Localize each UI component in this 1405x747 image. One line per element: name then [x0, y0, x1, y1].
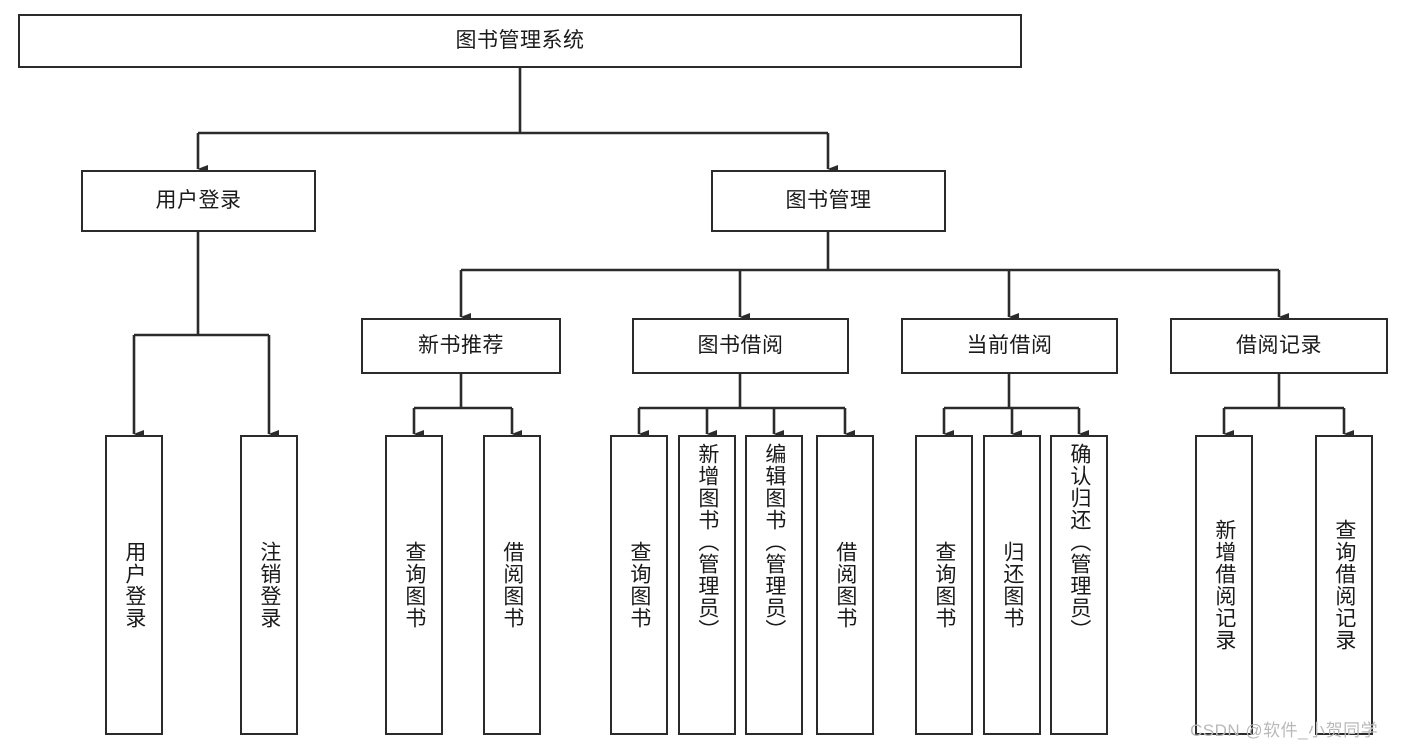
- node-leaf-logout[interactable]: 注销登录: [240, 435, 298, 735]
- node-leaf-query-book-2[interactable]: 查询图书: [610, 435, 668, 735]
- node-label: 借阅记录: [1236, 334, 1322, 358]
- node-leaf-add-book[interactable]: 新增图书（管理员）: [678, 435, 736, 735]
- node-label: 查询图书: [627, 541, 651, 629]
- node-label: 编辑图书（管理员）: [762, 443, 786, 641]
- node-leaf-query-book-1[interactable]: 查询图书: [385, 435, 443, 735]
- node-label: 新增图书（管理员）: [695, 443, 719, 641]
- node-leaf-query-record[interactable]: 查询借阅记录: [1315, 435, 1373, 735]
- node-label: 归还图书: [1000, 541, 1024, 629]
- node-label: 确认归还（管理员）: [1067, 443, 1091, 641]
- edge-lines: [132, 68, 1354, 438]
- node-root[interactable]: 图书管理系统: [18, 14, 1022, 68]
- node-book-manage[interactable]: 图书管理: [711, 170, 946, 232]
- node-borrow-record[interactable]: 借阅记录: [1170, 318, 1388, 374]
- node-label: 借阅图书: [500, 541, 524, 629]
- node-leaf-return-book[interactable]: 归还图书: [983, 435, 1041, 735]
- node-label: 查询图书: [932, 541, 956, 629]
- node-leaf-query-book-3[interactable]: 查询图书: [915, 435, 973, 735]
- node-new-book-rec[interactable]: 新书推荐: [361, 318, 561, 374]
- node-label: 查询图书: [402, 541, 426, 629]
- node-label: 当前借阅: [966, 334, 1053, 358]
- node-label: 新增借阅记录: [1212, 519, 1236, 651]
- node-label: 注销登录: [257, 541, 281, 629]
- node-user-login[interactable]: 用户登录: [81, 170, 316, 232]
- node-label: 图书管理系统: [455, 29, 585, 53]
- node-label: 查询借阅记录: [1332, 519, 1356, 651]
- node-leaf-user-login[interactable]: 用户登录: [105, 435, 163, 735]
- watermark: CSDN @软件_小贺同学: [1190, 721, 1379, 740]
- node-label: 用户登录: [122, 541, 146, 629]
- node-label: 图书借阅: [697, 334, 784, 358]
- node-current-borrow[interactable]: 当前借阅: [901, 318, 1118, 374]
- node-book-borrow[interactable]: 图书借阅: [632, 318, 849, 374]
- node-leaf-confirm-return[interactable]: 确认归还（管理员）: [1050, 435, 1108, 735]
- node-leaf-borrow-book-2[interactable]: 借阅图书: [816, 435, 874, 735]
- node-label: 图书管理: [785, 189, 872, 213]
- node-leaf-borrow-book-1[interactable]: 借阅图书: [483, 435, 541, 735]
- node-label: 借阅图书: [833, 541, 857, 629]
- node-leaf-edit-book[interactable]: 编辑图书（管理员）: [745, 435, 803, 735]
- node-label: 新书推荐: [418, 334, 504, 358]
- node-leaf-add-record[interactable]: 新增借阅记录: [1195, 435, 1253, 735]
- node-label: 用户登录: [155, 189, 242, 213]
